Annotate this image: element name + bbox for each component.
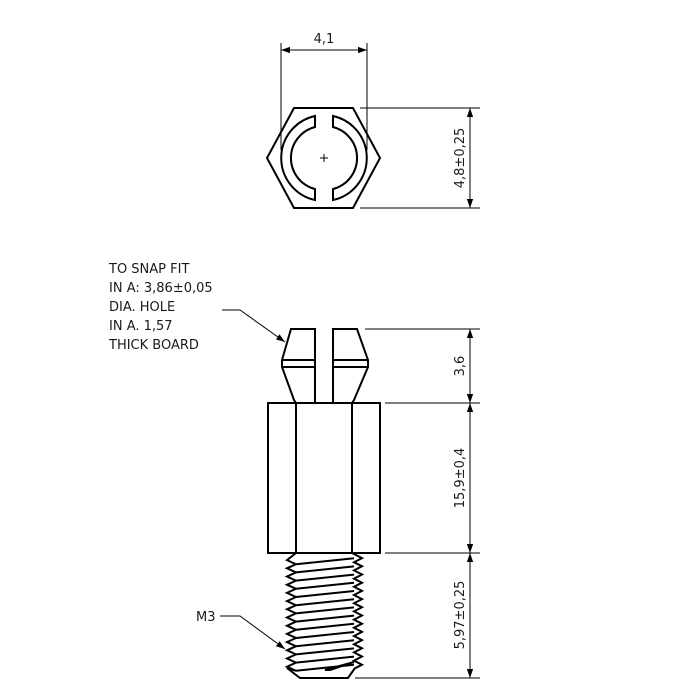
note-line: THICK BOARD xyxy=(108,338,199,353)
note-line: DIA. HOLE xyxy=(109,300,175,315)
width-dim-label: 4,1 xyxy=(314,32,335,47)
top-view: 4,1 4,8±0,25 xyxy=(265,32,480,209)
note-leader xyxy=(222,309,286,343)
snap-right-prong xyxy=(332,328,369,404)
height-ext-lines xyxy=(360,107,480,209)
body-edges xyxy=(295,403,353,553)
hex-body xyxy=(267,402,381,554)
snap-dim-label: 3,6 xyxy=(453,356,468,377)
snap-left-prong xyxy=(281,328,316,404)
center-mark xyxy=(320,154,328,162)
left-slot-half xyxy=(280,114,316,202)
dim-ext-lines xyxy=(355,328,480,679)
note-line: IN A. 1,57 xyxy=(109,319,173,334)
side-view: 3,6 15,9±0,4 5,97±0,25 TO SNAP FIT IN A:… xyxy=(108,262,480,679)
thread-end xyxy=(324,661,355,671)
height-dim-label: 4,8±0,25 xyxy=(453,128,468,189)
right-slot-half xyxy=(332,114,368,202)
note-line: TO SNAP FIT xyxy=(108,262,189,277)
hex-outline xyxy=(265,107,382,209)
snap-note: TO SNAP FIT IN A: 3,86±0,05 DIA. HOLE IN… xyxy=(108,262,213,353)
width-ext-lines xyxy=(280,43,368,150)
thread-dim-label: 5,97±0,25 xyxy=(453,581,468,650)
thread-label: M3 xyxy=(196,610,216,625)
thread xyxy=(284,552,365,679)
thread-leader xyxy=(220,615,286,650)
thread-crests xyxy=(295,557,355,672)
body-dim-label: 15,9±0,4 xyxy=(453,448,468,509)
thread-right-profile xyxy=(351,552,365,670)
note-line: IN A: 3,86±0,05 xyxy=(109,281,213,296)
